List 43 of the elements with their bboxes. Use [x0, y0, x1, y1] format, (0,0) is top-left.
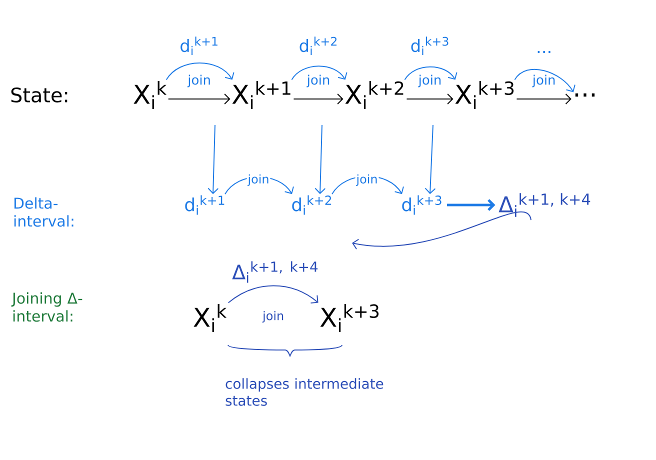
edge-label: d$_{i}$k+3 — [409, 36, 451, 56]
arrow — [224, 176, 294, 195]
math-term: d$_{i}$k+2 — [292, 195, 332, 215]
arrow — [516, 94, 572, 104]
edge-label: join — [306, 74, 332, 88]
arrow — [406, 94, 454, 104]
arrow — [424, 124, 436, 194]
math-term: X$_{i}$k+3 — [320, 304, 379, 332]
arrow — [447, 199, 496, 211]
math-term: X$_{i}$k+1 — [232, 81, 290, 109]
math-term: X$_{i}$k+2 — [345, 81, 404, 109]
arrow — [352, 211, 532, 250]
math-term: Δ$_{i}$k+1, k+4 — [232, 261, 318, 283]
row-label: State: — [11, 87, 68, 103]
edge-label: join — [417, 74, 443, 88]
arrow — [293, 94, 344, 104]
edge-label: join — [186, 74, 212, 88]
arrow — [208, 124, 219, 194]
edge-label: ... — [535, 50, 554, 54]
edge-label: join — [262, 310, 286, 324]
edge-label: d$_{i}$k+2 — [298, 36, 340, 56]
arrow — [168, 94, 230, 104]
edge-label: join — [246, 173, 270, 187]
edge-label: d$_{i}$k+1 — [178, 36, 220, 56]
math-term: Δ$_{i}$k+1, k+4 — [498, 193, 590, 217]
arrow — [228, 285, 318, 304]
edge-label: join — [531, 74, 557, 88]
arrow — [314, 124, 326, 194]
arrow — [514, 68, 576, 92]
row-label: Delta- interval: — [14, 197, 74, 227]
note: collapses intermediate states — [226, 378, 384, 406]
math-term: d$_{i}$k+1 — [185, 195, 224, 215]
arrow — [166, 62, 234, 80]
row-label: Joining Δ-interval: — [11, 292, 82, 322]
math-term: d$_{i}$k+3 — [402, 195, 442, 215]
arrow — [332, 176, 404, 195]
math-term: X$_{i}$k+3 — [455, 81, 514, 109]
edge-label: join — [355, 173, 379, 187]
arrow — [291, 66, 348, 80]
math-term: X$_{i}$k — [194, 304, 227, 332]
math-term: X$_{i}$k — [134, 81, 167, 109]
math-term: ... — [575, 93, 595, 97]
arrow — [404, 66, 458, 80]
